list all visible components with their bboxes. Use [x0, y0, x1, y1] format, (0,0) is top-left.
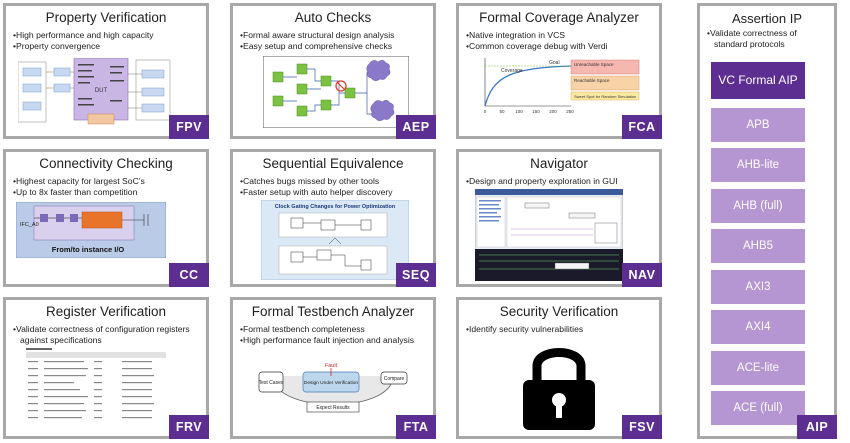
card-title: Connectivity Checking [39, 156, 173, 171]
bullet: Validate correctness of configuration re… [13, 324, 200, 345]
bullet: Validate correctness of standard protoco… [707, 28, 828, 49]
card-title: Formal Coverage Analyzer [479, 10, 639, 25]
aip-item-axi4[interactable]: AXI4 [711, 310, 805, 344]
card-sequential-equivalence: Sequential Equivalence Catches bugs miss… [230, 149, 436, 287]
coverage-curve-figure: Coverage Goal 0 50 100 150 200 250 Unrea… [484, 58, 640, 114]
bullet: Formal aware structural design analysis [240, 30, 427, 41]
tag-nav[interactable]: NAV [622, 263, 662, 287]
expect-results-label: Expect Results [316, 405, 350, 411]
aip-item-ace-lite[interactable]: ACE-lite [711, 351, 805, 385]
card-formal-testbench-analyzer: Formal Testbench Analyzer Formal testben… [230, 297, 436, 439]
x-tick: 150 [532, 109, 540, 114]
bullet: Catches bugs missed by other tools [240, 176, 427, 187]
card-property-verification: Property Verification High performance a… [3, 3, 209, 139]
aip-item-ahb5[interactable]: AHB5 [711, 229, 805, 263]
x-tick: 50 [499, 109, 505, 114]
instance-io-label: From/to instance I/O [52, 245, 125, 254]
card-register-verification: Register Verification Validate correctne… [3, 297, 209, 439]
bullet-list: Native integration in VCS Common coverag… [466, 30, 653, 51]
aep-structural-diagram [263, 56, 409, 128]
sweet-spot-label: Sweet Spot for Random Simulation [574, 94, 636, 99]
tag-seq[interactable]: SEQ [396, 263, 436, 287]
card-navigator: Navigator Design and property exploratio… [456, 149, 662, 287]
aip-item-vc-formal-aip[interactable]: VC Formal AIP [711, 62, 805, 99]
card-auto-checks: Auto Checks Formal aware structural desi… [230, 3, 436, 139]
tag-aip[interactable]: AIP [797, 415, 837, 439]
reachable-label: Reachable Space [574, 78, 610, 83]
bullet: Highest capacity for largest SoC’s [13, 176, 200, 187]
bullet-list: Identify security vulnerabilities [466, 324, 653, 335]
bullet: Property convergence [13, 41, 200, 52]
connectivity-figure: IFC_A0 From/to instance I/O [16, 202, 166, 258]
card-title: Register Verification [45, 304, 167, 319]
card-title: Sequential Equivalence [262, 156, 404, 171]
coverage-label: Coverage [501, 68, 523, 74]
padlock-icon [523, 348, 595, 430]
card-formal-coverage-analyzer: Formal Coverage Analyzer Native integrat… [456, 3, 662, 139]
dut-label: DUT [95, 88, 108, 94]
bullet-list: Validate correctness of standard protoco… [707, 28, 828, 49]
tag-fpv[interactable]: FPV [169, 115, 209, 139]
card-title: Navigator [530, 156, 588, 171]
bullet: Design and property exploration in GUI [466, 176, 653, 187]
tag-aep[interactable]: AEP [396, 115, 436, 139]
bullet-list: Catches bugs missed by other tools Faste… [240, 176, 427, 197]
bullet: Formal testbench completeness [240, 324, 427, 335]
card-security-verification: Security Verification Identify security … [456, 297, 662, 439]
navigator-gui-screenshot [475, 189, 623, 281]
bullet: High performance fault injection and ana… [240, 335, 427, 346]
aip-item-ahb-lite[interactable]: AHB-lite [711, 148, 805, 182]
bullet-list: Formal testbench completeness High perfo… [240, 324, 427, 345]
aip-item-apb[interactable]: APB [711, 108, 805, 142]
tag-frv[interactable]: FRV [169, 415, 209, 439]
bullet-list: Formal aware structural design analysis … [240, 30, 427, 51]
aip-item-ace-full[interactable]: ACE (full) [711, 391, 805, 425]
bullet: Easy setup and comprehensive checks [240, 41, 427, 52]
bullet: Identify security vulnerabilities [466, 324, 653, 335]
bullet: High performance and high capacity [13, 30, 200, 41]
tag-fsv[interactable]: FSV [622, 415, 662, 439]
compare-label: Compare [384, 376, 405, 382]
bullet-list: High performance and high capacity Prope… [13, 30, 200, 51]
fault-label: Fault [325, 363, 338, 369]
ifc-label: IFC_A0 [20, 222, 39, 228]
bullet: Native integration in VCS [466, 30, 653, 41]
x-tick: 200 [549, 109, 557, 114]
unreachable-label: Unreachable Space [574, 62, 614, 67]
x-tick: 100 [515, 109, 523, 114]
card-title: Assertion IP [731, 11, 803, 26]
card-title: Security Verification [499, 304, 619, 319]
card-connectivity-checking: Connectivity Checking Highest capacity f… [3, 149, 209, 287]
tag-fta[interactable]: FTA [396, 415, 436, 439]
register-table-figure [26, 348, 166, 424]
card-assertion-ip: Assertion IP Validate correctness of sta… [697, 3, 837, 439]
aip-item-axi3[interactable]: AXI3 [711, 270, 805, 304]
x-tick: 0 [484, 109, 487, 114]
bullet-list: Validate correctness of configuration re… [13, 324, 200, 345]
bullet: Faster setup with auto helper discovery [240, 187, 427, 198]
fta-flow-figure: Fault Test Cases Design Under Verificati… [259, 363, 408, 413]
goal-label: Goal [549, 60, 560, 66]
card-title: Formal Testbench Analyzer [251, 304, 415, 319]
bullet-list: Highest capacity for largest SoC’s Up to… [13, 176, 200, 197]
tag-cc[interactable]: CC [169, 263, 209, 287]
card-title: Auto Checks [294, 10, 372, 25]
bullet: Common coverage debug with Verdi [466, 41, 653, 52]
card-title: Property Verification [45, 10, 167, 25]
fpv-block-diagram: DUT [18, 58, 171, 125]
aip-item-ahb-full[interactable]: AHB (full) [711, 189, 805, 223]
bullet-list: Design and property exploration in GUI [466, 176, 653, 187]
x-tick: 250 [566, 109, 574, 114]
bullet: Up to 8x faster than competition [13, 187, 200, 198]
duv-label: Design Under Verification [304, 380, 358, 386]
tag-fca[interactable]: FCA [622, 115, 662, 139]
test-cases-label: Test Cases [259, 380, 284, 386]
seq-figure-title: Clock Gating Changes for Power Optimizat… [275, 204, 396, 210]
clock-gating-figure: Clock Gating Changes for Power Optimizat… [261, 200, 409, 280]
